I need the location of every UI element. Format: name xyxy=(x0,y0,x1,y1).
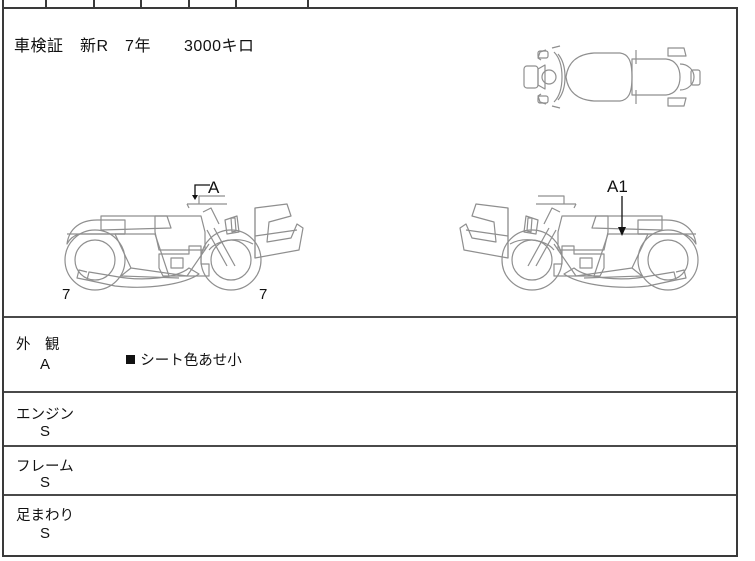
top-table-strip xyxy=(2,0,738,9)
motorcycle-left-side-view-diagram xyxy=(59,172,309,297)
section-frame-grade: S xyxy=(40,474,51,491)
top-table-cell-3 xyxy=(93,0,140,7)
section-exterior-grade: A xyxy=(40,356,51,373)
marker-number-front: 7 xyxy=(62,286,71,303)
divider-after-engine xyxy=(4,445,736,447)
section-frame-title: フレーム xyxy=(16,459,74,475)
motorcycle-right-side-view-diagram xyxy=(454,172,704,297)
divider-after-exterior xyxy=(4,391,736,393)
section-frame: フレーム S xyxy=(4,445,736,494)
section-exterior-note-wrap: シート色あせ小 xyxy=(94,333,242,386)
top-table-cell-7 xyxy=(307,0,738,7)
annotation-leader-a1 xyxy=(618,196,626,236)
top-table-cell-6 xyxy=(235,0,307,7)
vehicle-summary-text: 車検証 新R 7年 3000キロ xyxy=(14,38,255,55)
bullet-square-icon xyxy=(126,355,136,364)
divider-after-frame xyxy=(4,494,736,496)
annotation-leader-a xyxy=(192,184,210,200)
top-table-cell-5 xyxy=(188,0,235,7)
section-exterior-note: シート色あせ小 xyxy=(140,353,242,369)
section-engine-grade: S xyxy=(40,423,51,440)
top-table-cell-4 xyxy=(140,0,188,7)
divider-after-diagrams xyxy=(4,316,736,318)
marker-number-rear: 7 xyxy=(259,286,268,303)
annotation-label-a1: A1 xyxy=(607,177,628,196)
annotation-label-a: A xyxy=(208,178,220,197)
top-table-cell-1 xyxy=(2,0,45,7)
section-engine-title: エンジン xyxy=(16,407,74,423)
top-table-cell-2 xyxy=(45,0,93,7)
sheet-body: 車検証 新R 7年 3000キロ xyxy=(2,9,738,557)
section-exterior-title: 外 観 xyxy=(16,337,60,353)
section-suspension-grade: S xyxy=(40,525,51,542)
motorcycle-top-view-diagram xyxy=(516,44,708,110)
section-exterior: 外 観 シート色あせ小 A xyxy=(4,316,736,391)
section-suspension: 足まわり S xyxy=(4,494,736,557)
section-engine: エンジン S xyxy=(4,391,736,445)
section-suspension-title: 足まわり xyxy=(16,508,74,524)
diagram-area: A 7 7 xyxy=(4,22,736,318)
